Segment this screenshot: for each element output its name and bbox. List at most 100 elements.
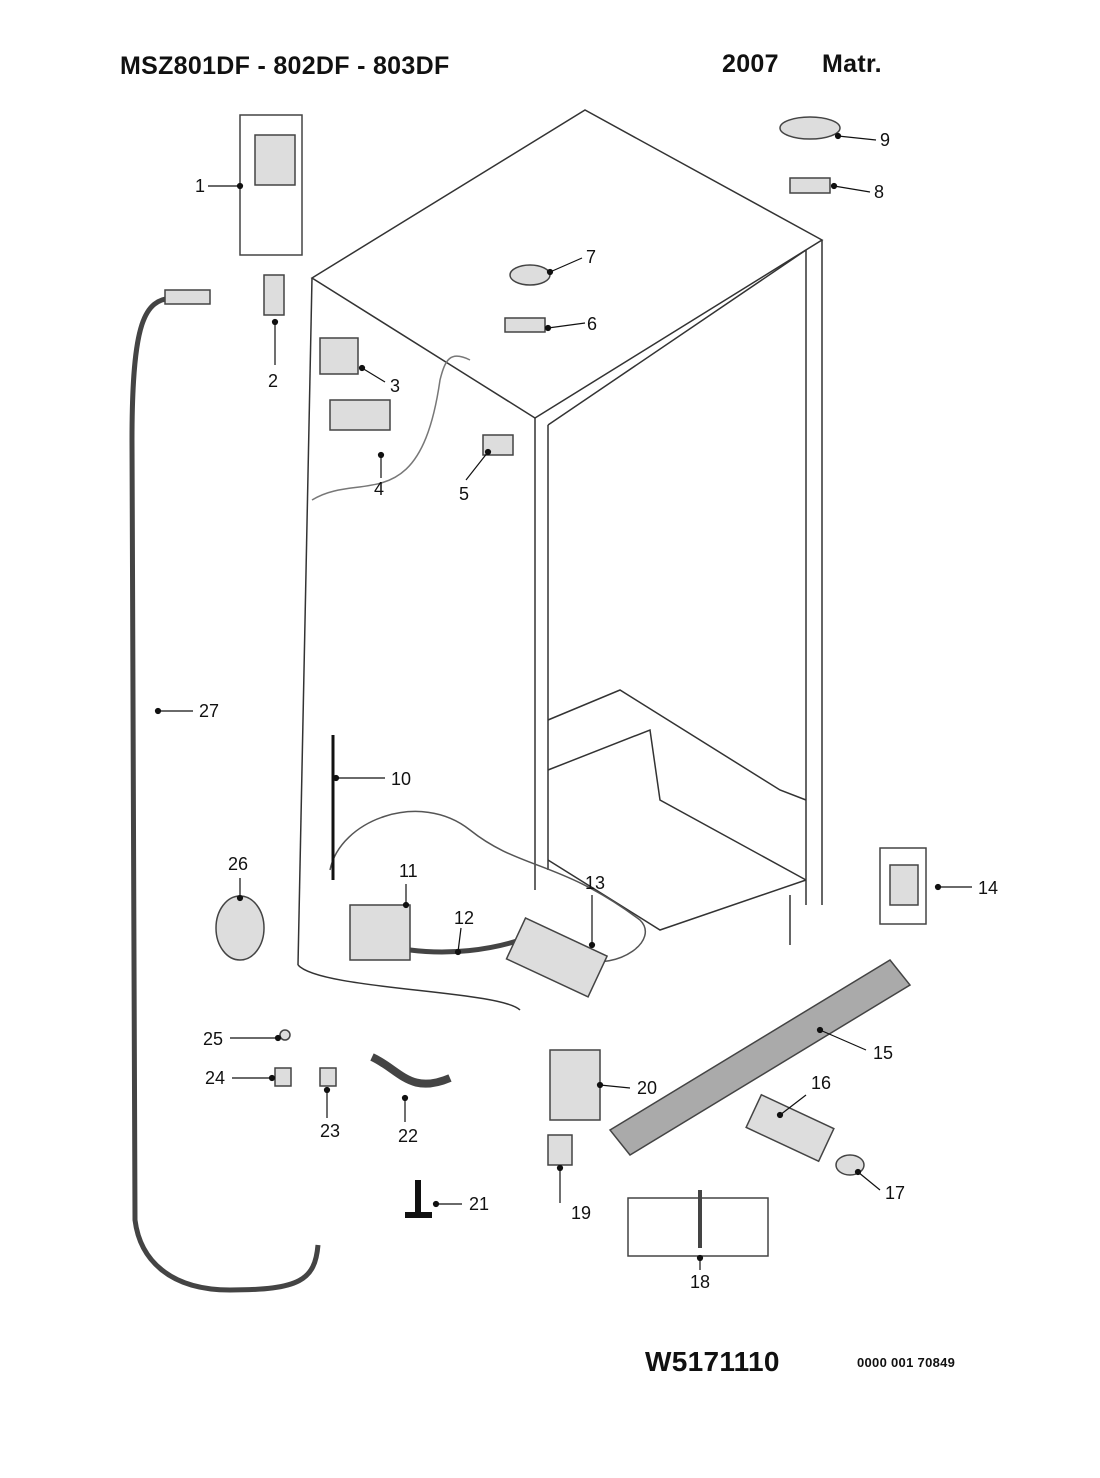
year-label: 2007	[722, 50, 779, 78]
part-4-light	[329, 399, 391, 431]
callout-label-20: 20	[637, 1078, 657, 1098]
part-23-cap	[319, 1067, 337, 1087]
callout-arrow-head	[854, 1168, 862, 1176]
callout-arrow-head	[816, 1026, 824, 1034]
part-11-valve	[349, 904, 411, 961]
callout-arrow-head	[556, 1164, 564, 1172]
cabinet-outline	[297, 109, 824, 1011]
callout-leader-line	[547, 322, 586, 329]
callout-arrow-head	[274, 1034, 282, 1042]
part-26-wheel	[215, 895, 265, 961]
callout-arrow-head	[401, 1094, 409, 1102]
part-shapes	[129, 114, 927, 1293]
callout-leader-line	[549, 257, 583, 273]
callout-arrow-head	[588, 941, 596, 949]
part-12-tube	[409, 937, 521, 955]
part-21-foot	[405, 1180, 432, 1218]
callout-label-5: 5	[459, 484, 469, 504]
callout-label-26: 26	[228, 854, 248, 874]
callout-label-11: 11	[399, 861, 418, 881]
callout-leader-line	[857, 1171, 881, 1191]
part-22-hose	[370, 1053, 452, 1088]
callout-label-9: 9	[880, 130, 890, 150]
part-16-cylinder	[745, 1093, 835, 1163]
callout-label-8: 8	[874, 182, 884, 202]
callout-arrow-head	[377, 451, 385, 459]
part-9-hinge-cover	[779, 116, 841, 140]
callout-leader-line	[819, 1029, 867, 1051]
callout-label-17: 17	[885, 1183, 905, 1203]
part-5-button	[482, 434, 514, 456]
callout-label-7: 7	[586, 247, 596, 267]
callout-label-18: 18	[690, 1272, 710, 1292]
callout-label-25: 25	[203, 1029, 223, 1049]
callout-arrow-head	[454, 948, 462, 956]
callout-label-3: 3	[390, 376, 400, 396]
callout-arrow-head	[484, 448, 492, 456]
part-24-clip	[274, 1067, 292, 1087]
callout-label-22: 22	[398, 1126, 418, 1146]
part-14-frame	[879, 847, 927, 925]
callout-label-24: 24	[205, 1068, 225, 1088]
callout-leader-line	[837, 135, 877, 141]
callout-label-2: 2	[268, 371, 278, 391]
callout-arrow-head	[934, 883, 942, 891]
callout-arrow-head	[544, 324, 552, 332]
callout-leader-line	[599, 1084, 631, 1089]
callout-leader-line	[779, 1094, 807, 1116]
callout-arrow-head	[776, 1111, 784, 1119]
part-20-bracket	[549, 1049, 601, 1121]
callout-leader-line	[833, 185, 871, 193]
callout-label-16: 16	[811, 1073, 831, 1093]
part-13-duct	[505, 917, 609, 998]
callout-arrow-head	[402, 901, 410, 909]
callout-arrow-head	[696, 1254, 704, 1262]
callout-arrow-head	[268, 1074, 276, 1082]
part-7-hinge-cover	[509, 264, 551, 286]
part-25-screw	[279, 1029, 291, 1041]
model-title: MSZ801DF - 802DF - 803DF	[120, 52, 450, 80]
callout-arrow-head	[271, 318, 279, 326]
callout-label-19: 19	[571, 1203, 591, 1223]
matr-label: Matr.	[822, 50, 882, 78]
part-27-drain-tube	[129, 295, 321, 1293]
callout-leader-line	[361, 367, 386, 383]
callout-label-1: 1	[195, 176, 205, 196]
part-14-bracket	[889, 864, 919, 906]
callout-arrow-head	[834, 132, 842, 140]
callout-arrow-head	[236, 182, 244, 190]
callout-label-13: 13	[585, 873, 605, 893]
callout-arrow-head	[596, 1081, 604, 1089]
callout-label-6: 6	[587, 314, 597, 334]
callout-label-4: 4	[374, 479, 384, 499]
callout-label-14: 14	[978, 878, 998, 898]
callout-arrow-head	[236, 894, 244, 902]
callout-arrow-head	[154, 707, 162, 715]
callout-label-10: 10	[391, 769, 411, 789]
callout-label-12: 12	[454, 908, 474, 928]
callout-arrow-head	[830, 182, 838, 190]
callout-label-27: 27	[199, 701, 219, 721]
callout-arrow-head	[358, 364, 366, 372]
callout-label-21: 21	[469, 1194, 489, 1214]
callout-arrow-head	[432, 1200, 440, 1208]
callout-arrow-head	[323, 1086, 331, 1094]
callout-label-15: 15	[873, 1043, 893, 1063]
callout-label-23: 23	[320, 1121, 340, 1141]
part-27-fitting	[164, 289, 211, 305]
part-8-hinge	[789, 177, 831, 194]
part-2-cover	[263, 274, 285, 316]
callout-arrow-head	[332, 774, 340, 782]
callout-arrow-head	[546, 268, 554, 276]
part-15-grille	[608, 959, 912, 1156]
part-6-hinge	[504, 317, 546, 333]
part-19-bracket	[547, 1134, 573, 1166]
part-3-socket	[319, 337, 359, 375]
part-1-box	[254, 134, 296, 186]
callout-leader-line	[457, 927, 462, 953]
document-number: 0000 001 70849	[857, 1355, 956, 1370]
callout-leader-line	[465, 451, 489, 481]
